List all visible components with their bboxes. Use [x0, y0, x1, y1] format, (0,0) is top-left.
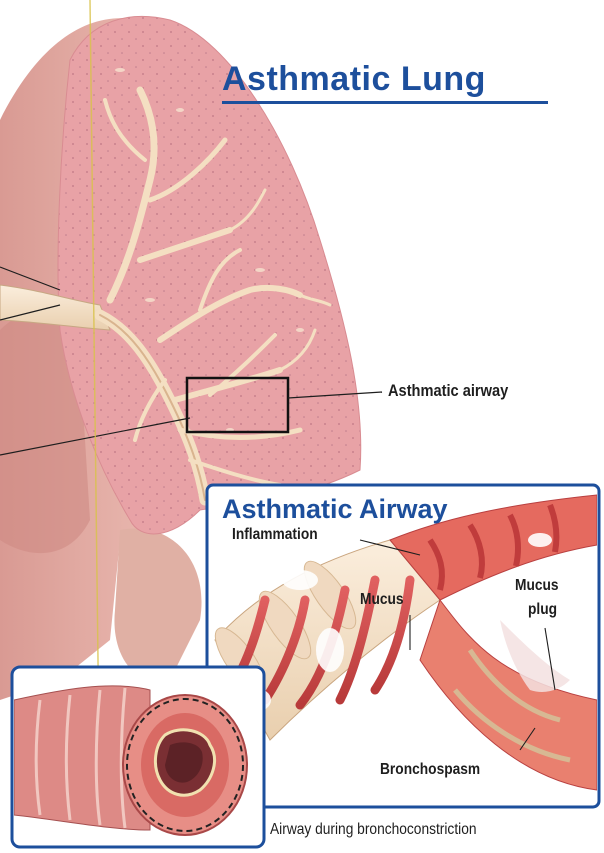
title-underline: [222, 101, 548, 104]
constriction-caption: Airway during bronchoconstriction: [270, 821, 477, 839]
constricted-airway-illustration: [14, 686, 247, 835]
page-title: Asthmatic Lung: [222, 60, 486, 99]
inflammation-label: Inflammation: [232, 526, 318, 544]
asthmatic-airway-label: Asthmatic airway: [388, 381, 508, 401]
mucus-label: Mucus: [360, 591, 404, 609]
mucus-plug-label-line1: Mucus: [515, 577, 559, 595]
bronchospasm-label: Bronchospasm: [380, 761, 480, 779]
mucus-plug-label-line2: plug: [528, 601, 557, 619]
inset-title: Asthmatic Airway: [222, 494, 448, 525]
